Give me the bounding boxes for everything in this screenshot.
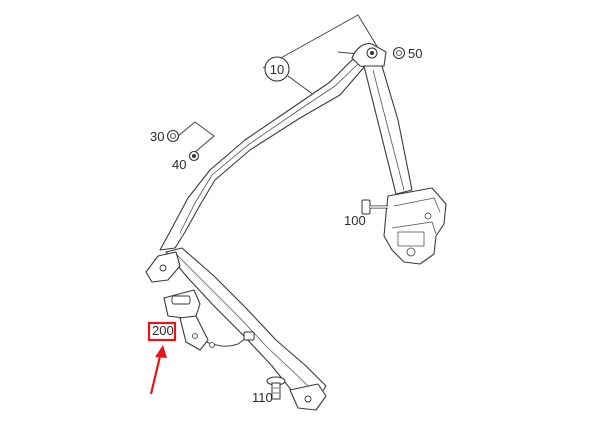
nut-40-icon	[188, 150, 200, 162]
vertical-strap	[363, 65, 413, 195]
nut-30-icon	[166, 129, 180, 143]
callout-200[interactable]: 200	[152, 323, 174, 338]
bolt-110-icon	[266, 376, 286, 400]
bolt-100-icon	[361, 199, 388, 215]
red-arrow-icon	[149, 345, 167, 395]
lower-bracket	[145, 251, 181, 283]
upper-anchor	[351, 43, 387, 69]
retractor-unit	[383, 187, 447, 265]
belt-webbing	[159, 57, 373, 251]
callout-100[interactable]: 100	[344, 213, 366, 228]
callout-30[interactable]: 30	[150, 129, 164, 144]
bolt-50-icon	[392, 46, 406, 60]
callout-40[interactable]: 40	[172, 157, 186, 172]
svg-text:10: 10	[270, 62, 284, 77]
highlight-box	[147, 321, 177, 342]
callout-50[interactable]: 50	[408, 46, 422, 61]
buckle-200	[163, 289, 255, 351]
lower-anchor-plate	[289, 383, 327, 411]
callout-110[interactable]: 110	[252, 390, 273, 405]
callout-10[interactable]: 10	[264, 56, 290, 82]
